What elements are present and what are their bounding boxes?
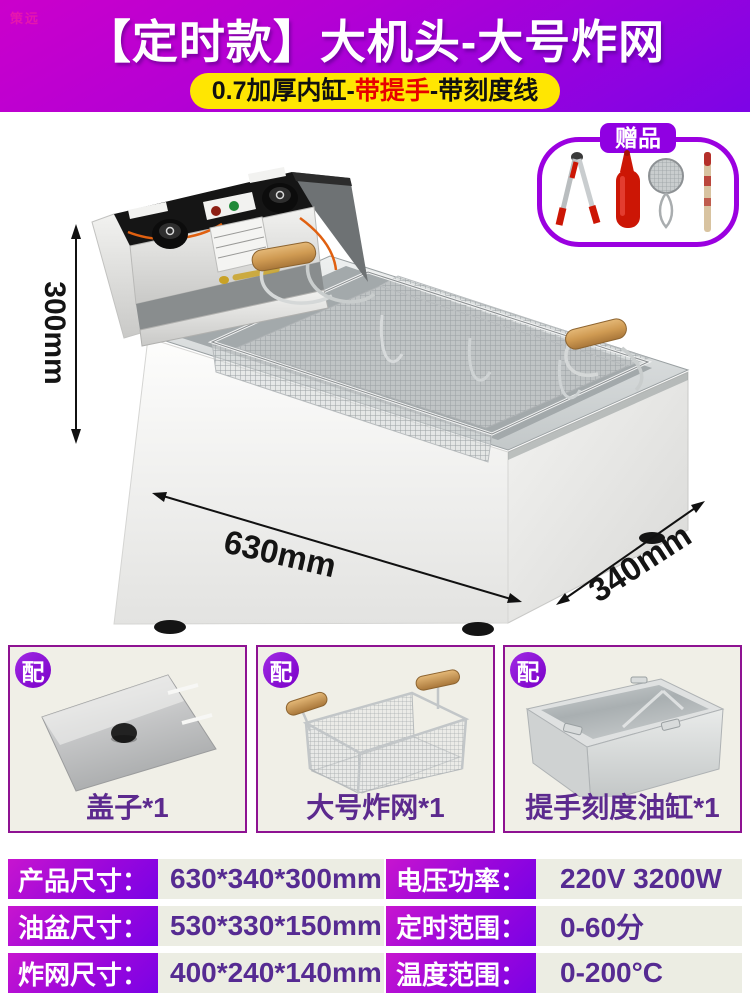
spec-row-basket-size: 炸网尺寸： 400*240*140mm <box>8 953 384 993</box>
timer-knob-top <box>159 223 181 239</box>
spec-label: 油盆尺寸： <box>8 906 158 946</box>
basket-wire <box>379 314 404 364</box>
spec-label: 电压功率： <box>386 859 536 899</box>
knob-mark <box>275 190 285 200</box>
watermark: 策远 <box>10 11 41 26</box>
spec-label: 定时范围： <box>386 906 536 946</box>
lid-image <box>41 674 217 792</box>
arrowhead <box>71 224 81 239</box>
table-lines <box>213 226 267 259</box>
tongs-icon <box>555 152 601 226</box>
page-title: 【定时款】大机头-大号炸网 <box>84 16 666 68</box>
gift-items-image <box>555 150 711 232</box>
spec-row-timer-range: 定时范围： 0-60分 <box>386 906 742 946</box>
accessory-label: 大号炸网*1 <box>306 792 445 823</box>
banner-subtitle: 0.7加厚内缸-带提手-带刻度线 <box>189 73 561 109</box>
power-light-red <box>211 206 221 216</box>
panel-sticker <box>248 167 286 183</box>
head-back-wall <box>292 172 368 282</box>
width-arrow <box>162 495 512 600</box>
handle-wire <box>564 341 599 377</box>
hanger-wire <box>305 261 376 304</box>
accessory-card-oil-tank: 配 提手刻度油缸*1 <box>503 645 742 833</box>
accessory-label: 提手刻度油缸*1 <box>525 792 720 823</box>
spec-row-product-size: 产品尺寸： 630*340*300mm <box>8 859 384 899</box>
spec-value: 630*340*300mm <box>158 859 384 899</box>
accessory-badge: 配 <box>263 652 299 688</box>
accessory-badge: 配 <box>510 652 546 688</box>
spec-row-voltage-power: 电压功率： 220V 3200W <box>386 859 742 899</box>
spec-value: 400*240*140mm <box>158 953 384 993</box>
panel-sticker <box>128 202 168 219</box>
gift-label: 赠品 <box>600 123 676 153</box>
banner: 策远 【定时款】大机头-大号炸网 0.7加厚内缸-带提手-带刻度线 <box>0 0 750 112</box>
temp-knob-top <box>269 187 291 203</box>
base-shadow-edge <box>508 372 688 460</box>
product-area: 300mm 630mm 340mm 赠品 <box>0 110 750 645</box>
accessory-card-basket: 配 大号炸网*1 <box>256 645 495 833</box>
oil-strainer-icon <box>648 158 684 229</box>
basket-handle-left <box>251 241 317 272</box>
fryer-foot <box>154 620 186 634</box>
thermometer-stick-icon <box>704 152 711 232</box>
subtitle-highlight: 带提手 <box>354 77 430 105</box>
arrowhead <box>152 492 167 502</box>
basket-wire <box>557 359 582 400</box>
spec-row-oil-basin-size: 油盆尺寸： 530*330*150mm <box>8 906 384 946</box>
spec-label: 温度范围： <box>386 953 536 993</box>
head-lower-bar <box>139 289 329 347</box>
hanger-wire <box>259 269 333 305</box>
head-recess <box>136 262 324 330</box>
heat-light-green <box>229 201 239 211</box>
accessory-label: 盖子*1 <box>86 792 169 823</box>
spec-value: 0-60分 <box>536 906 742 946</box>
arrowhead <box>71 429 81 444</box>
spec-value: 530*330*150mm <box>158 906 384 946</box>
depth-arrow <box>565 507 696 599</box>
basket-image <box>285 669 470 794</box>
back-wall-edge <box>292 172 352 186</box>
handle-wire <box>620 346 644 392</box>
basket-handle-right <box>565 318 627 350</box>
accessory-badge: 配 <box>15 652 51 688</box>
subtitle-prefix: 0.7加厚内缸- <box>211 77 355 105</box>
knob-mark <box>165 226 175 236</box>
brand-logo-icon <box>219 276 229 284</box>
gift-box: 赠品 <box>537 123 739 247</box>
arrowhead <box>556 593 570 605</box>
fryer-product-image <box>71 167 705 636</box>
accessory-card-lid: 配 盖子*1 <box>8 645 247 833</box>
arrowhead <box>691 501 705 513</box>
spec-label: 产品尺寸： <box>8 859 158 899</box>
basket-wire <box>467 337 492 382</box>
oil-tank-image <box>525 676 725 797</box>
spec-label: 炸网尺寸： <box>8 953 158 993</box>
subtitle-suffix: -带刻度线 <box>429 77 539 105</box>
sauce-bottle-icon <box>616 150 640 228</box>
spec-value: 220V 3200W <box>536 859 742 899</box>
orange-swoosh <box>299 216 338 271</box>
spec-row-temp-range: 温度范围： 0-200°C <box>386 953 742 993</box>
height-dimension-label: 300mm <box>38 281 71 385</box>
arrowhead <box>507 593 522 603</box>
spec-value: 0-200°C <box>536 953 742 993</box>
fryer-foot <box>462 622 494 636</box>
